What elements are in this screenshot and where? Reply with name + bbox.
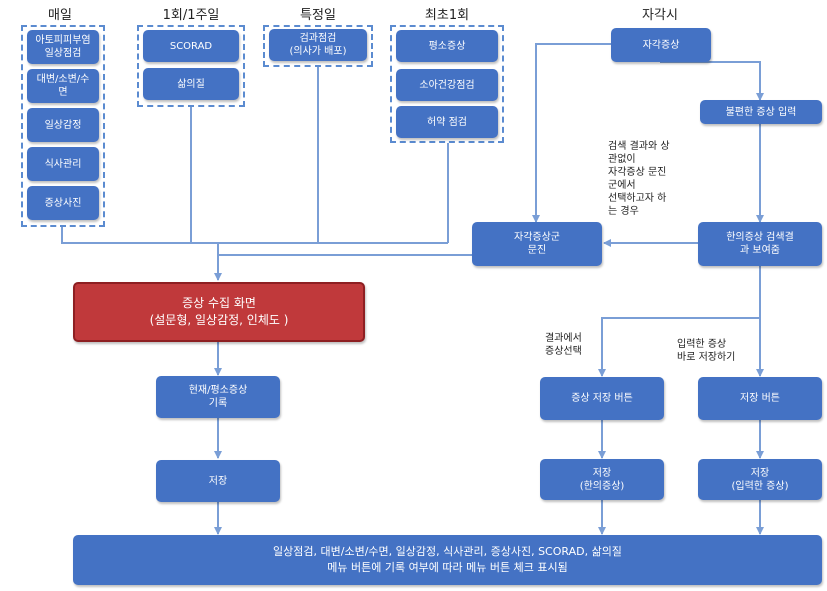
group-title-first: 최초1회 xyxy=(424,8,470,23)
node-menu-check-status[interactable]: 일상점검, 대변/소변/수면, 일상감정, 식사관리, 증상사진, SCORAD… xyxy=(73,535,822,585)
node-save-korean-symptom[interactable]: 저장 (한의증상) xyxy=(540,459,664,500)
node-subjective-symptom[interactable]: 자각증상 xyxy=(611,28,711,62)
node-symptom-save-button[interactable]: 증상 저장 버튼 xyxy=(540,377,664,420)
group-title-specific: 특정일 xyxy=(300,8,336,23)
node-record-symptom[interactable]: 현재/평소증상 기록 xyxy=(156,376,280,418)
node-input-discomfort[interactable]: 불편한 증상 입력 xyxy=(700,100,822,124)
group-specific xyxy=(263,25,373,67)
group-daily xyxy=(21,25,105,227)
node-save-button[interactable]: 저장 버튼 xyxy=(698,377,822,420)
group-title-daily: 매일 xyxy=(48,8,72,23)
note-choose-from-result: 결과에서 증상선택 xyxy=(545,333,582,357)
node-daily-emotion[interactable]: 일상감정 xyxy=(27,108,99,142)
note-save-as-input: 입력한 증상 바로 저장하기 xyxy=(677,339,736,363)
group-title-weekly: 1회/1주일 xyxy=(162,8,220,23)
node-exam-check[interactable]: 검과점검 (의사가 배포) xyxy=(269,29,367,61)
node-scorad[interactable]: SCORAD xyxy=(143,30,239,62)
node-symptom-photo[interactable]: 증상사진 xyxy=(27,186,99,220)
node-meal-management[interactable]: 식사관리 xyxy=(27,147,99,181)
node-quality-of-life[interactable]: 삶의질 xyxy=(143,68,239,100)
group-title-onset: 자각시 xyxy=(642,8,678,23)
node-symptom-collection-screen[interactable]: 증상 수집 화면 (설문형, 일상감정, 인체도 ) xyxy=(73,282,365,342)
node-save-input-symptom[interactable]: 저장 (입력한 증상) xyxy=(698,459,822,500)
node-usual-symptom[interactable]: 평소증상 xyxy=(396,30,498,62)
node-atopic-daily-check[interactable]: 아토피피부염 일상점검 xyxy=(27,30,99,64)
node-child-health-check[interactable]: 소아건강점검 xyxy=(396,69,498,101)
node-subjective-group-interview[interactable]: 자각증상군 문진 xyxy=(472,222,602,266)
node-weakness-check[interactable]: 허약 점검 xyxy=(396,106,498,138)
node-save-left[interactable]: 저장 xyxy=(156,460,280,502)
node-korean-symptom-result[interactable]: 한의증상 검색결 과 보여줌 xyxy=(698,222,822,266)
note-search-case: 검색 결과와 상 관없이 자각증상 문진 군에서 선택하고자 하 는 경우 xyxy=(608,141,670,217)
group-weekly xyxy=(137,25,245,107)
group-first xyxy=(390,25,504,143)
node-bowel-urine-sleep[interactable]: 대변/소변/수 면 xyxy=(27,69,99,103)
